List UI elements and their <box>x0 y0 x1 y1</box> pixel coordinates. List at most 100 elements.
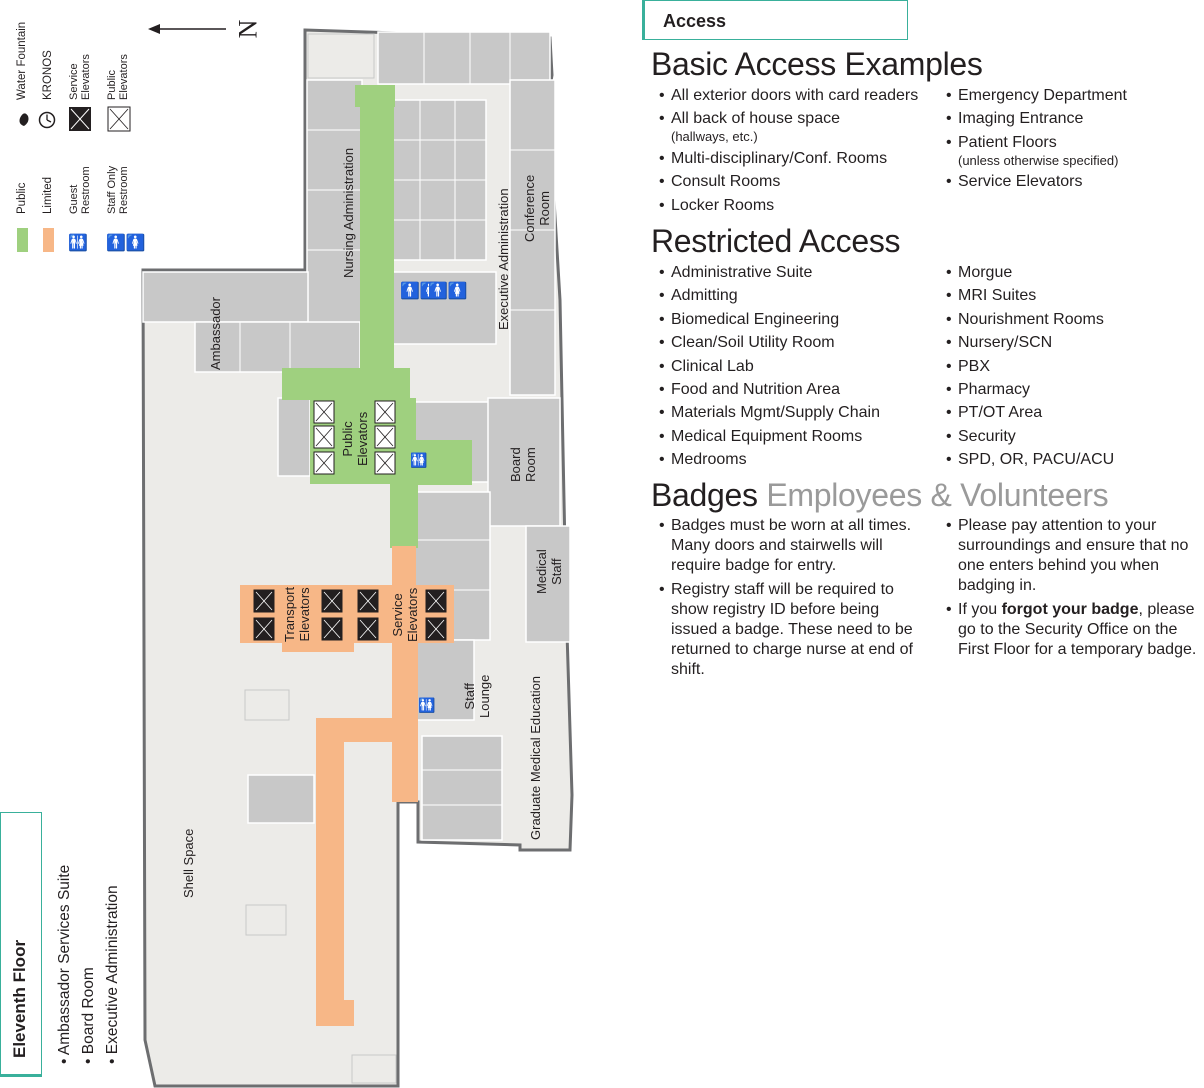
limited-corridor <box>240 546 454 1026</box>
list-item: Patient Floors(unless otherwise specifie… <box>946 133 1202 169</box>
list-item: Please pay attention to your surrounding… <box>946 516 1204 596</box>
floor-feature-item: • Board Room <box>80 967 97 1064</box>
limited-swatch <box>43 228 54 252</box>
legend-kronos-label: KRONOS <box>42 50 54 100</box>
list-item: Administrative Suite <box>659 263 943 283</box>
list-item: Food and Nutrition Area <box>659 380 943 400</box>
staff-restroom-icon: 🚹🚺 <box>400 281 440 300</box>
list-item: Multi-disciplinary/Conf. Rooms <box>659 149 943 169</box>
list-item: Pharmacy <box>946 380 1202 400</box>
badges-heading: Badges Employees & Volunteers <box>651 477 1109 514</box>
shell-outlines <box>244 33 397 1084</box>
badges-list-1: Badges must be worn at all times. Many d… <box>659 516 929 684</box>
label-shell-space: Shell Space <box>181 828 196 898</box>
public-elevator-icon <box>374 400 396 424</box>
public-elevator-icon <box>313 451 335 475</box>
label-nursing-administration: Nursing Administration <box>341 147 356 278</box>
north-label: N <box>234 19 263 38</box>
list-item: MRI Suites <box>946 286 1202 306</box>
badges-list-2: Please pay attention to your surrounding… <box>946 516 1204 664</box>
floor-plan-map: 🚹🚺 🚹🚺 🚻 🚻 N 🚻 🚹🚺 <box>17 19 574 1088</box>
list-item: Security <box>946 427 1202 447</box>
service-elevator-icon <box>357 589 379 613</box>
label-graduate-medical-education: Graduate Medical Education <box>528 675 543 840</box>
public-elevator-icon <box>313 425 335 449</box>
service-elevator-icon <box>425 589 447 613</box>
list-item: All exterior doors with card readers <box>659 86 943 106</box>
guest-restroom-icon: 🚻 <box>410 447 432 469</box>
restricted-access-list-1: Administrative SuiteAdmittingBiomedical … <box>659 263 943 474</box>
list-item: Nourishment Rooms <box>946 310 1202 330</box>
list-item: Clinical Lab <box>659 357 943 377</box>
service-elevator-icon <box>321 617 343 641</box>
svg-text:🚻: 🚻 <box>418 697 435 714</box>
public-elevator-legend-icon <box>107 106 131 132</box>
basic-access-heading: Basic Access Examples <box>651 46 983 82</box>
list-item: Medrooms <box>659 450 943 470</box>
floor-features-list: • Ambassador Services Suite • Board Room… <box>53 865 125 1064</box>
water-fountain-icon <box>19 113 29 126</box>
legend-limited-label: Limited <box>42 176 54 214</box>
list-item: PBX <box>946 357 1202 377</box>
floor-feature-item: • Ambassador Services Suite <box>56 864 73 1064</box>
floor-info-box <box>0 812 42 1077</box>
service-elevator-icon <box>425 617 447 641</box>
list-item: If you forgot your badge, please go to t… <box>946 600 1204 660</box>
restricted-access-heading: Restricted Access <box>651 223 901 259</box>
list-item: Badges must be worn at all times. Many d… <box>659 516 929 576</box>
public-elevator-icon <box>313 400 335 424</box>
north-arrow <box>148 24 226 34</box>
list-item: Materials Mgmt/Supply Chain <box>659 403 943 423</box>
list-item: Consult Rooms <box>659 172 943 192</box>
service-elevator-icon <box>253 617 275 641</box>
public-swatch <box>17 228 28 252</box>
service-elevator-icon <box>321 589 343 613</box>
svg-text:🚻: 🚻 <box>410 452 427 469</box>
floor-title: Eleventh Floor <box>10 939 29 1058</box>
service-elevator-legend-icon <box>69 107 91 131</box>
list-item: Biomedical Engineering <box>659 310 943 330</box>
list-item: Medical Equipment Rooms <box>659 427 943 447</box>
legend-water-fountain-label: Water Fountain <box>16 21 28 100</box>
label-executive-administration: Executive Administration <box>496 188 511 330</box>
staff-restroom-legend-icon: 🚹🚺 <box>106 233 146 252</box>
guest-restroom-icon: 🚻 <box>418 697 435 714</box>
legend-public-label: Public <box>16 182 28 214</box>
list-item: Imaging Entrance <box>946 109 1202 129</box>
badges-title: Badges <box>651 477 758 513</box>
service-elevator-icons <box>253 589 447 641</box>
list-item: All back of house space(hallways, etc.) <box>659 109 943 145</box>
restricted-access-list-2: MorgueMRI SuitesNourishment RoomsNursery… <box>946 263 1202 474</box>
list-item: PT/OT Area <box>946 403 1202 423</box>
public-elevator-icon <box>374 451 396 475</box>
guest-restroom-legend-icon: 🚻 <box>68 233 88 252</box>
list-item: Morgue <box>946 263 1202 283</box>
public-elevator-icon <box>374 425 396 449</box>
list-item: Service Elevators <box>946 172 1202 192</box>
list-item: Locker Rooms <box>659 196 943 216</box>
label-ambassador: Ambassador <box>208 297 223 370</box>
public-elevator-icons <box>313 400 396 475</box>
room-partitions <box>239 32 555 806</box>
list-item: Admitting <box>659 286 943 306</box>
floor-feature-item: • Executive Administration <box>104 885 121 1064</box>
list-item: Nursery/SCN <box>946 333 1202 353</box>
list-item: SPD, OR, PACU/ACU <box>946 450 1202 470</box>
list-item: Clean/Soil Utility Room <box>659 333 943 353</box>
staff-restroom-icon: 🚹🚺 <box>428 281 468 300</box>
kronos-clock-icon <box>38 111 56 129</box>
basic-access-list-2: Emergency Department Imaging Entrance Pa… <box>946 86 1202 196</box>
service-elevator-icon <box>357 617 379 641</box>
access-tab: Access <box>642 0 908 40</box>
